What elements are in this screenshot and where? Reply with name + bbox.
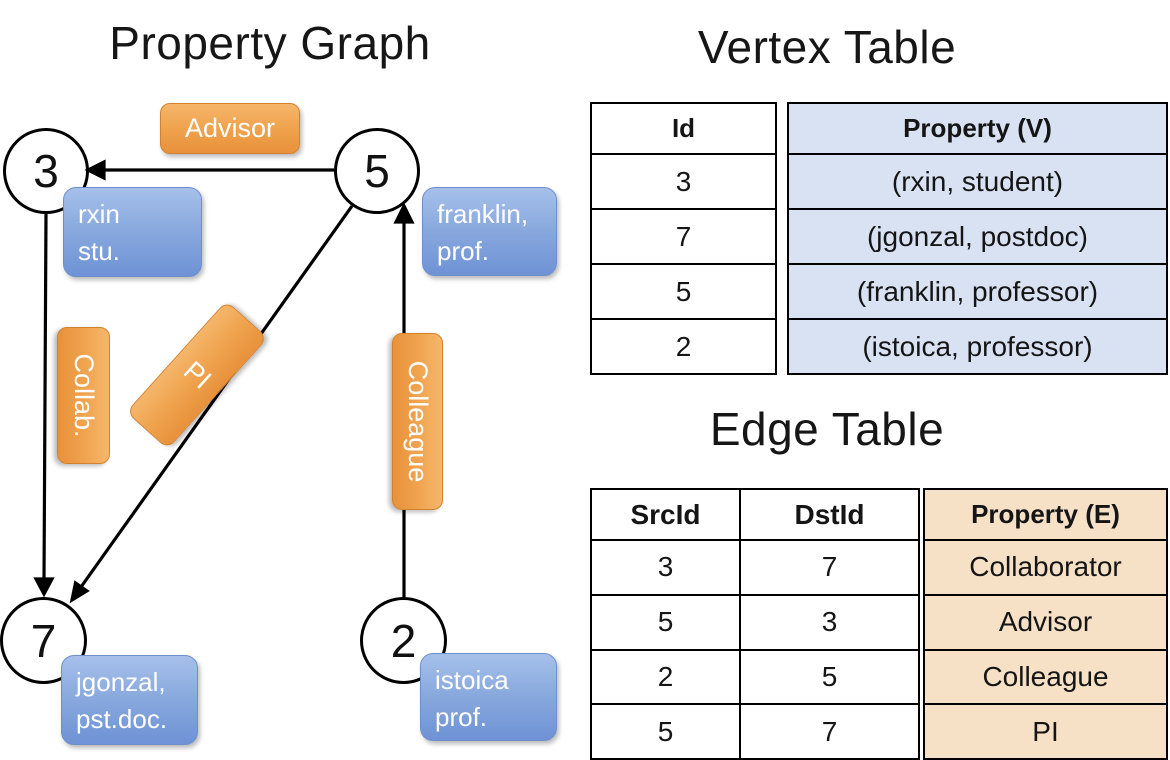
table-row: 5 3 (592, 595, 918, 651)
edge-table-property-column: Property (E) Collaborator Advisor Collea… (923, 488, 1168, 760)
edge-srcid-cell: 5 (592, 705, 741, 758)
table-row: 5 (592, 265, 775, 320)
vertex-prop-box-2: istoica prof. (420, 653, 557, 741)
vertex-id-cell: 5 (675, 275, 692, 307)
table-row: 2 (592, 320, 775, 373)
vertex-property-cell: (jgonzal, postdoc) (866, 220, 1088, 252)
edge-5-3-arrowhead (84, 159, 106, 181)
table-row: PI (925, 705, 1166, 758)
edge-3-7-arrowhead (33, 577, 55, 598)
vertex-property-cell: (rxin, student) (891, 165, 1064, 197)
vertex-prop-line: istoica (435, 665, 509, 695)
vertex-table-title: Vertex Table (697, 21, 957, 73)
vertex-prop-line: prof. (435, 701, 488, 732)
edge-srcid-cell: 3 (592, 541, 741, 594)
edge-dstid-cell: 7 (821, 715, 838, 747)
edge-property-cell: Collaborator (969, 551, 1122, 583)
table-row: Advisor (925, 595, 1166, 651)
vertex-prop-box-5: franklin, prof. (422, 187, 557, 276)
vertex-prop-line: pst.doc. (76, 703, 168, 734)
graph-node-2: 2 (360, 597, 447, 684)
table-row: 7 (592, 210, 775, 265)
vertex-table-id-column: Id 3 7 5 2 (590, 102, 777, 375)
table-row: Colleague (925, 650, 1166, 706)
table-row: 3 (592, 155, 775, 210)
edge-label-text: PI (177, 354, 217, 395)
node-id: 2 (390, 614, 417, 667)
column-header-property-e: Property (E) (925, 490, 1166, 541)
edge-dstid-cell: 7 (821, 551, 838, 583)
table-row: (franklin, professor) (789, 265, 1166, 320)
edge-label-text: Collab. (69, 353, 99, 438)
vertex-prop-line: rxin (78, 199, 120, 229)
table-row: Collaborator (925, 541, 1166, 596)
edge-3-7-line (42, 213, 48, 581)
property-graph-title: Property Graph (109, 17, 431, 69)
vertex-table-property-column: Property (V) (rxin, student) (jgonzal, p… (787, 102, 1168, 375)
vertex-prop-line: franklin, (437, 199, 529, 229)
edge-table-title: Edge Table (709, 403, 945, 455)
table-row: (jgonzal, postdoc) (789, 210, 1166, 265)
vertex-property-cell: (istoica, professor) (862, 330, 1093, 362)
graph-node-3: 3 (3, 128, 89, 214)
table-header-row: SrcId DstId (592, 490, 918, 541)
vertex-id-cell: 3 (675, 165, 692, 197)
edge-label-collab: Collab. (57, 327, 110, 464)
edge-srcid-cell: 2 (592, 650, 741, 704)
vertex-id-cell: 7 (675, 220, 692, 252)
edge-dstid-cell: 3 (821, 606, 838, 638)
node-id: 3 (33, 145, 59, 197)
node-id: 5 (364, 145, 390, 197)
graph-node-5: 5 (334, 128, 420, 214)
edge-5-7-line (79, 205, 354, 588)
edge-label-colleague: Colleague (392, 333, 443, 510)
node-id: 7 (30, 614, 57, 667)
table-row: 2 5 (592, 650, 918, 706)
edge-label-advisor: Advisor (160, 103, 300, 154)
edge-label-text: Advisor (184, 113, 276, 143)
column-header-id: Id (592, 104, 775, 155)
column-header-dstid: DstId (794, 498, 865, 530)
vertex-prop-box-7: jgonzal, pst.doc. (61, 655, 198, 745)
table-row: 5 7 (592, 705, 918, 758)
edge-property-cell: Colleague (982, 660, 1109, 692)
column-header-property-v: Property (V) (789, 104, 1166, 155)
vertex-id-cell: 2 (675, 330, 692, 362)
edge-property-cell: PI (1032, 715, 1059, 747)
vertex-prop-box-3: rxin stu. (63, 187, 202, 277)
table-row: (istoica, professor) (789, 320, 1166, 373)
edge-dstid-cell: 5 (821, 660, 838, 692)
edge-2-5-arrowhead (393, 202, 415, 224)
vertex-prop-line: prof. (437, 235, 490, 266)
edge-property-cell: Advisor (998, 606, 1093, 638)
edge-5-7-arrowhead (69, 580, 90, 604)
table-row: 3 7 (592, 541, 918, 596)
vertex-property-cell: (franklin, professor) (856, 275, 1099, 307)
vertex-prop-line: jgonzal, (76, 667, 166, 697)
table-row: (rxin, student) (789, 155, 1166, 210)
vertex-prop-line: stu. (78, 235, 120, 266)
column-header-srcid: SrcId (592, 490, 741, 539)
edge-label-text: Colleague (403, 360, 433, 483)
edge-table-id-columns: SrcId DstId 3 7 5 3 2 5 5 7 (590, 488, 920, 760)
edge-srcid-cell: 5 (592, 595, 741, 649)
